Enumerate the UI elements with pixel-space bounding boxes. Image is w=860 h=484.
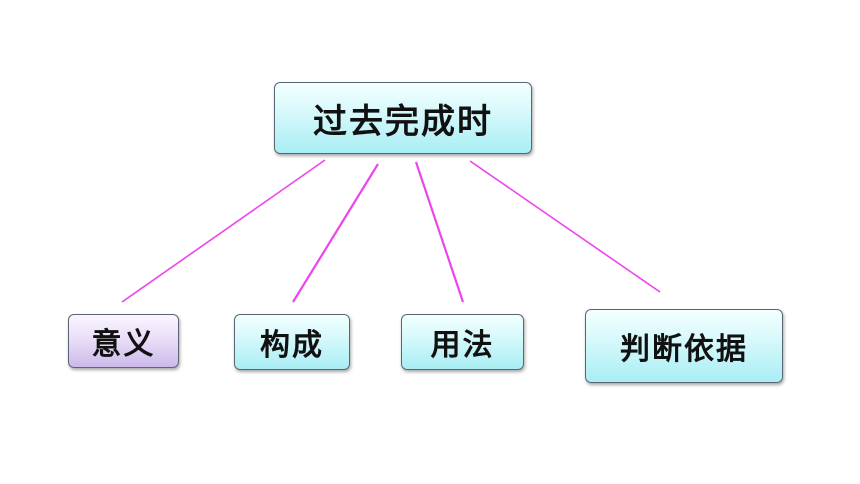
connector-to-meaning — [121, 159, 326, 303]
child-node-criteria: 判断依据 — [585, 309, 783, 383]
child-node-label: 用法 — [430, 328, 495, 363]
connector-to-usage — [414, 161, 465, 303]
child-node-structure: 构成 — [234, 314, 350, 370]
child-node-meaning: 意义 — [68, 314, 179, 368]
root-node: 过去完成时 — [274, 82, 532, 154]
root-node-label: 过去完成时 — [313, 101, 493, 142]
child-node-usage: 用法 — [401, 314, 524, 370]
connector-to-criteria — [469, 160, 661, 293]
child-node-label: 判断依据 — [620, 332, 748, 367]
child-node-label: 意义 — [91, 327, 156, 362]
connector-to-structure — [292, 163, 379, 303]
child-node-label: 构成 — [260, 328, 324, 363]
